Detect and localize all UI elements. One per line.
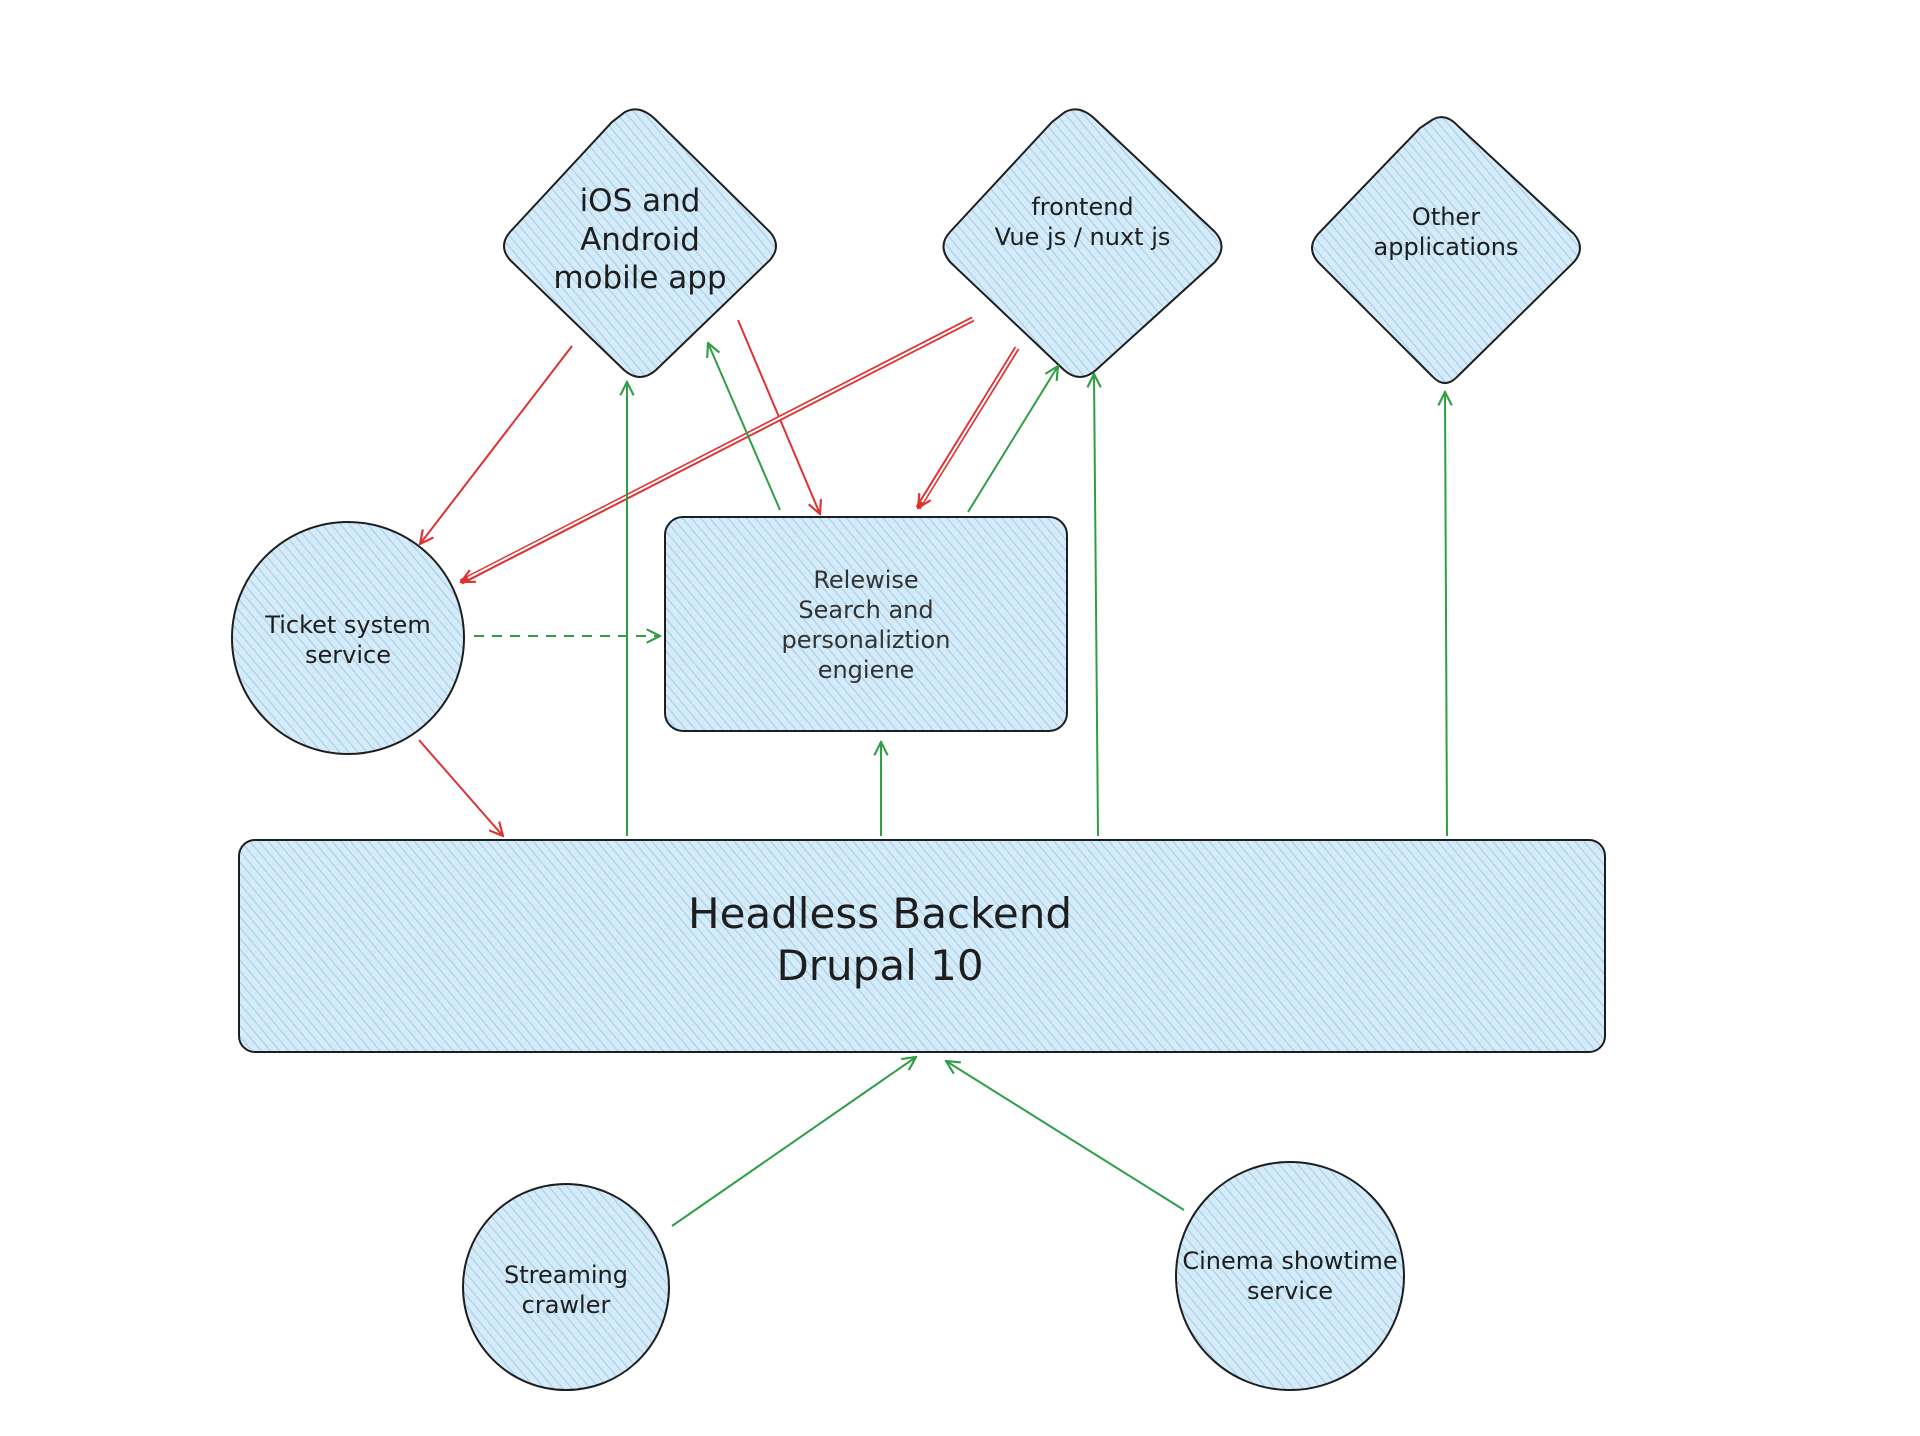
- mobile-app-label-line-3: mobile app: [553, 260, 727, 297]
- search-engine-node: [664, 516, 1068, 732]
- ticket-system-label-line-1: Ticket system: [265, 611, 431, 639]
- arrow-backend-to-other: [1445, 392, 1447, 837]
- frontend-label-line-1: frontend: [1031, 193, 1134, 221]
- backend-label-line-2: Drupal 10: [776, 941, 984, 990]
- cinema-showtime-node: [1175, 1161, 1405, 1391]
- streaming-crawler-label: Streaming crawler: [476, 1250, 656, 1330]
- mobile-app-node: [503, 108, 777, 378]
- mobile-app-label-line-1: iOS and: [579, 182, 701, 219]
- other-applications-label: Other applications: [1318, 192, 1574, 272]
- arrow-backend-to-frontend: [1094, 374, 1098, 837]
- arrow-crawler-to-backend: [671, 1057, 916, 1227]
- other-applications-label-line-1: Other: [1411, 203, 1481, 231]
- other-applications-node: [1311, 116, 1581, 384]
- search-engine-label-line-3: personaliztion: [781, 626, 951, 654]
- mobile-app-label: iOS and Android mobile app: [510, 165, 770, 315]
- arrow-search-to-frontend: [967, 366, 1058, 513]
- other-applications-label-line-2: applications: [1373, 233, 1519, 261]
- frontend-label: frontend Vue js / nuxt js: [950, 182, 1215, 262]
- cinema-showtime-label-line-2: service: [1247, 1277, 1333, 1305]
- search-engine-label-line-4: engiene: [817, 656, 915, 684]
- arrow-frontend-to-ticket-inner: [467, 318, 974, 579]
- search-engine-label-line-1: Relewise: [813, 566, 919, 594]
- frontend-label-line-2: Vue js / nuxt js: [994, 223, 1171, 251]
- streaming-crawler-label-line-1: Streaming: [504, 1261, 628, 1289]
- arrow-frontend-to-search-inner: [921, 347, 1018, 503]
- ticket-system-label: Ticket system service: [238, 600, 458, 680]
- arrow-search-to-mobile: [708, 343, 781, 511]
- backend-label: Headless Backend Drupal 10: [620, 880, 1140, 1000]
- search-engine-label: Relewise Search and personaliztion engie…: [725, 555, 1007, 695]
- backend-node: [238, 839, 1606, 1053]
- backend-label-line-1: Headless Backend: [687, 888, 1073, 938]
- arrow-cinema-to-backend: [946, 1061, 1185, 1211]
- streaming-crawler-label-line-2: crawler: [521, 1291, 611, 1319]
- search-engine-label-line-2: Search and: [798, 596, 934, 624]
- ticket-system-node: [231, 521, 465, 755]
- arrow-mobile-to-ticket: [420, 345, 573, 544]
- streaming-crawler-node: [462, 1183, 670, 1391]
- mobile-app-label-line-2: Android: [580, 221, 700, 258]
- cinema-showtime-label: Cinema showtime service: [1178, 1236, 1402, 1316]
- frontend-node: [942, 108, 1223, 378]
- ticket-system-label-line-2: service: [305, 641, 391, 669]
- arrow-ticket-to-backend: [418, 739, 503, 836]
- cinema-showtime-label-line-1: Cinema showtime: [1182, 1247, 1398, 1275]
